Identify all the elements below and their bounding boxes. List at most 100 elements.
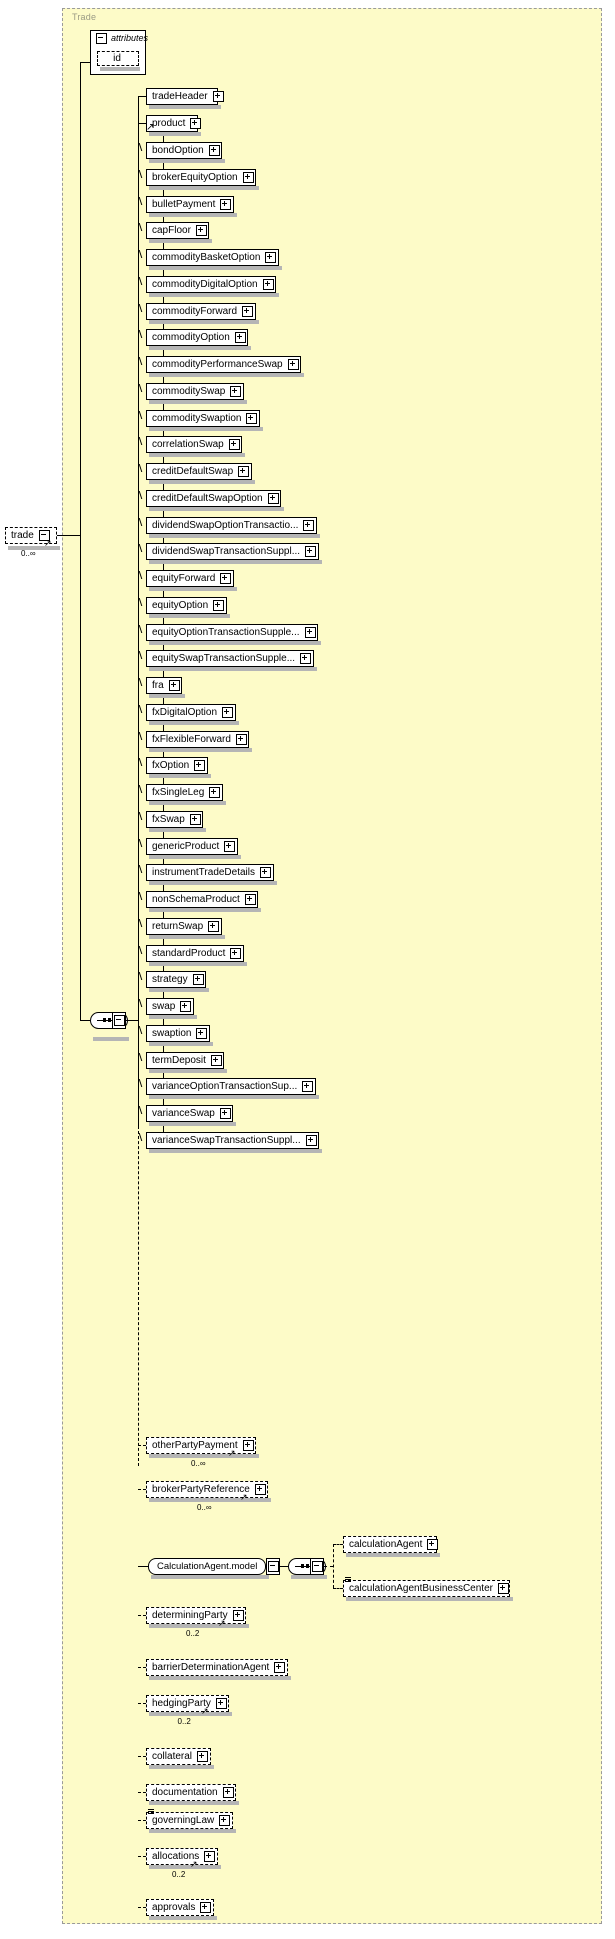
plus-icon[interactable]	[267, 493, 279, 504]
plus-icon[interactable]	[194, 760, 206, 771]
node-genericProduct[interactable]: genericProduct	[146, 838, 238, 855]
plus-icon[interactable]	[232, 1610, 244, 1621]
node-documentation[interactable]: documentation	[146, 1784, 236, 1801]
plus-icon[interactable]	[189, 814, 201, 825]
plus-icon[interactable]	[305, 1135, 317, 1146]
node-standardProduct[interactable]: standardProduct	[146, 945, 244, 962]
node-equitySwapTransactionSupple[interactable]: equitySwapTransactionSupple...	[146, 650, 314, 667]
node-fra[interactable]: fra	[146, 677, 182, 694]
plus-icon[interactable]	[195, 225, 207, 236]
plus-icon[interactable]	[302, 1081, 314, 1092]
node-equityForward[interactable]: equityForward	[146, 570, 234, 587]
node-correlationSwap[interactable]: correlationSwap	[146, 436, 242, 453]
node-commodityDigitalOption[interactable]: commodityDigitalOption	[146, 276, 276, 293]
node-product[interactable]: product	[146, 115, 202, 132]
node-dividendSwapTransactionSuppl[interactable]: dividendSwapTransactionSuppl...	[146, 543, 319, 560]
node-governingLaw[interactable]: governingLaw	[146, 1812, 233, 1829]
node-creditDefaultSwapOption[interactable]: creditDefaultSwapOption	[146, 490, 281, 507]
node-otherPartyPayment[interactable]: otherPartyPayment	[146, 1437, 256, 1454]
plus-icon[interactable]	[219, 1108, 231, 1119]
node-fxDigitalOption[interactable]: fxDigitalOption	[146, 704, 236, 721]
node-dividendSwapOptionTransactio[interactable]: dividendSwapOptionTransactio...	[146, 517, 317, 534]
node-equityOptionTransactionSupple[interactable]: equityOptionTransactionSupple...	[146, 624, 318, 641]
node-trade[interactable]: trade	[5, 527, 57, 544]
node-barrierDeterminationAgent[interactable]: barrierDeterminationAgent	[146, 1659, 288, 1676]
plus-icon[interactable]	[222, 707, 234, 718]
plus-icon[interactable]	[242, 1440, 254, 1451]
group-calculationAgent-model[interactable]: CalculationAgent.model	[148, 1558, 266, 1575]
plus-icon[interactable]	[274, 1662, 286, 1673]
node-termDeposit[interactable]: termDeposit	[146, 1052, 224, 1069]
plus-icon[interactable]	[220, 199, 232, 210]
calcagent-group-expander-box[interactable]	[266, 1558, 280, 1575]
node-hedgingParty[interactable]: hedgingParty	[146, 1695, 229, 1712]
node-bulletPayment[interactable]: bulletPayment	[146, 196, 234, 213]
node-commoditySwaption[interactable]: commoditySwaption	[146, 410, 260, 427]
node-varianceSwap[interactable]: varianceSwap	[146, 1105, 233, 1122]
node-commodityPerformanceSwap[interactable]: commodityPerformanceSwap	[146, 356, 301, 373]
plus-icon[interactable]	[244, 894, 256, 905]
plus-icon[interactable]	[210, 1055, 222, 1066]
plus-icon[interactable]	[180, 1001, 192, 1012]
plus-icon[interactable]	[300, 653, 312, 664]
plus-icon[interactable]	[215, 1698, 227, 1709]
attributes-header[interactable]: attributes	[90, 30, 148, 46]
plus-icon[interactable]	[242, 172, 254, 183]
node-commodityBasketOption[interactable]: commodityBasketOption	[146, 249, 279, 266]
node-capFloor[interactable]: capFloor	[146, 222, 209, 239]
sequence-expander-box[interactable]	[112, 1012, 126, 1029]
node-commodityOption[interactable]: commodityOption	[146, 329, 248, 346]
node-brokerPartyReference[interactable]: brokerPartyReference	[146, 1481, 268, 1498]
plus-icon[interactable]	[230, 386, 242, 397]
plus-icon[interactable]	[209, 787, 221, 798]
plus-icon[interactable]	[238, 466, 250, 477]
plus-icon[interactable]	[260, 867, 272, 878]
node-fxSingleLeg[interactable]: fxSingleLeg	[146, 784, 223, 801]
minus-icon-trade[interactable]	[38, 530, 50, 541]
minus-icon-calcagent-sequence[interactable]	[311, 1561, 323, 1572]
plus-icon[interactable]	[208, 145, 220, 156]
minus-icon-attributes[interactable]	[96, 32, 107, 44]
plus-icon[interactable]	[234, 332, 246, 343]
plus-icon[interactable]	[287, 359, 299, 370]
plus-icon[interactable]	[304, 627, 316, 638]
node-approvals[interactable]: approvals	[146, 1899, 214, 1916]
plus-icon[interactable]	[197, 1751, 209, 1762]
plus-icon[interactable]	[204, 1851, 216, 1862]
plus-icon[interactable]	[219, 1815, 231, 1826]
node-fxSwap[interactable]: fxSwap	[146, 811, 203, 828]
plus-icon[interactable]	[208, 921, 220, 932]
node-creditDefaultSwap[interactable]: creditDefaultSwap	[146, 463, 252, 480]
minus-icon-sequence[interactable]	[113, 1015, 125, 1026]
minus-icon-calculationAgent-model[interactable]	[267, 1561, 279, 1572]
node-swap[interactable]: swap	[146, 998, 194, 1015]
plus-icon[interactable]	[262, 279, 274, 290]
node-instrumentTradeDetails[interactable]: instrumentTradeDetails	[146, 864, 274, 881]
plus-icon[interactable]	[228, 439, 240, 450]
plus-icon-calculationAgent[interactable]	[427, 1539, 439, 1550]
plus-icon[interactable]	[224, 841, 236, 852]
plus-icon[interactable]	[200, 1902, 212, 1913]
node-determiningParty[interactable]: determiningParty	[146, 1607, 246, 1624]
node-calculationAgentBusinessCenter[interactable]: calculationAgentBusinessCenter	[343, 1580, 510, 1597]
node-returnSwap[interactable]: returnSwap	[146, 918, 222, 935]
node-bondOption[interactable]: bondOption	[146, 142, 222, 159]
plus-icon[interactable]	[222, 1787, 234, 1798]
plus-icon[interactable]	[246, 413, 258, 424]
plus-icon[interactable]	[303, 520, 315, 531]
node-id-attribute[interactable]: id	[97, 51, 139, 66]
plus-icon-calculationAgentBusinessCenter[interactable]	[497, 1583, 509, 1594]
node-commoditySwap[interactable]: commoditySwap	[146, 383, 244, 400]
node-strategy[interactable]: strategy	[146, 971, 206, 988]
plus-icon-tradeHeader[interactable]	[212, 91, 224, 102]
node-fxFlexibleForward[interactable]: fxFlexibleForward	[146, 731, 249, 748]
plus-icon[interactable]	[213, 600, 225, 611]
plus-icon[interactable]	[242, 306, 254, 317]
node-calculationAgent[interactable]: calculationAgent	[343, 1536, 439, 1553]
node-collateral[interactable]: collateral	[146, 1748, 211, 1765]
node-varianceSwapTransactionSuppl[interactable]: varianceSwapTransactionSuppl...	[146, 1132, 319, 1149]
node-varianceOptionTransactionSup[interactable]: varianceOptionTransactionSup...	[146, 1078, 316, 1095]
node-allocations[interactable]: allocations	[146, 1848, 218, 1865]
node-fxOption[interactable]: fxOption	[146, 757, 208, 774]
node-nonSchemaProduct[interactable]: nonSchemaProduct	[146, 891, 258, 908]
